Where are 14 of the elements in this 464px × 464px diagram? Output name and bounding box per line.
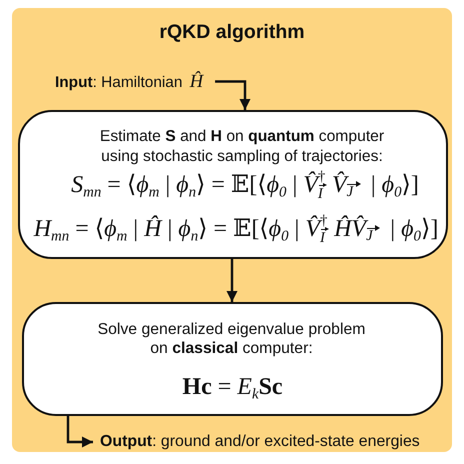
process-box bbox=[18, 110, 448, 259]
algorithm-panel bbox=[12, 8, 452, 452]
panel-title: rQKD algorithm bbox=[158, 21, 306, 44]
input-label: Input: Hamiltonian Ĥ bbox=[55, 71, 204, 92]
arrow bbox=[215, 80, 250, 110]
output-label: Output: ground and/or excited-state energies bbox=[100, 433, 420, 451]
arrow bbox=[226, 259, 238, 302]
equation: Hc = E$_{k}$Sc bbox=[181, 374, 284, 401]
step-description: Solve generalized eigenvalue problem on classical computer: bbox=[96, 320, 366, 358]
equation: H$_{mn}$ = ⟨ϕ$_{m}$ | Ĥ | ϕ$_{n}$⟩ = 𝔼[⟨ϕ$_{0}$ | V̂$^{†}$$_{I⃗}$ĤV̂$_{J⃗}$ | ϕ$_{0}$⟩] bbox=[32, 214, 440, 246]
process-box bbox=[22, 302, 443, 416]
step-description: Estimate S and H on quantum computer using stochastic sampling of trajectories: bbox=[98, 127, 386, 167]
arrow bbox=[66, 416, 93, 448]
equation: S$_{mn}$ = ⟨ϕ$_{m}$ | ϕ$_{n}$⟩ = 𝔼[⟨ϕ$_{0}$ | V̂$^{†}$$_{I⃗}$V̂$_{J⃗}$ | ϕ$_{0}$⟩] bbox=[70, 170, 420, 202]
